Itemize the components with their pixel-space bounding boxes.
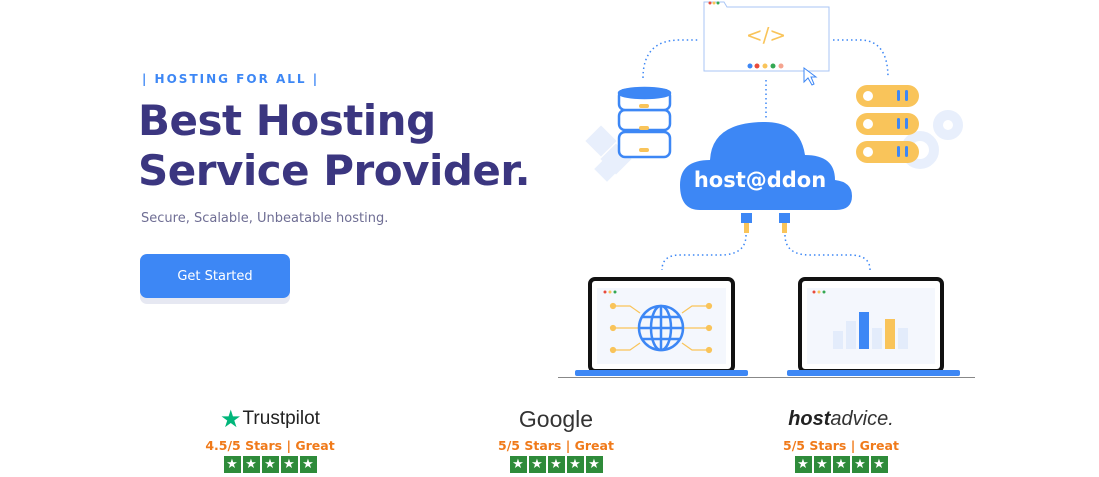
star-icon: ★	[509, 456, 527, 473]
hero-title: Best Hosting Service Provider.	[138, 96, 531, 196]
code-icon: </>	[746, 23, 786, 47]
globe-icon	[637, 304, 685, 352]
star-icon: ★	[851, 456, 869, 473]
connection-lines	[642, 39, 889, 271]
rating-text: 5/5 Stars | Great	[498, 438, 614, 453]
star-icon: ★	[547, 456, 565, 473]
bar-chart-icon	[833, 312, 908, 349]
rating-trustpilot[interactable]: ★Trustpilot 4.5/5 Stars | Great ★★★★★	[170, 404, 370, 473]
hero-tagline: | HOSTING FOR ALL |	[142, 72, 320, 86]
star-rating: ★★★★★	[794, 456, 888, 473]
cloud-icon: host@ddon	[680, 122, 852, 233]
hero-subtitle: Secure, Scalable, Unbeatable hosting.	[141, 211, 389, 226]
code-window: </>	[703, 1, 830, 86]
hosting-illustration: </> host@ddon	[558, 1, 975, 378]
rating-google[interactable]: Google 5/5 Stars | Great ★★★★★	[456, 404, 656, 473]
star-icon: ★	[870, 456, 888, 473]
star-icon: ★	[242, 456, 260, 473]
server-rack-icon	[856, 85, 919, 163]
star-icon: ★	[528, 456, 546, 473]
database-icon	[617, 86, 672, 159]
laptop-chart	[787, 277, 960, 376]
star-rating: ★★★★★	[223, 456, 317, 473]
star-icon: ★	[299, 456, 317, 473]
cloud-brand-text: host@ddon	[694, 168, 826, 192]
star-icon: ★	[566, 456, 584, 473]
hero-title-line2: Service Provider.	[138, 146, 531, 195]
star-icon: ★	[261, 456, 279, 473]
star-icon: ★	[832, 456, 850, 473]
star-icon: ★	[813, 456, 831, 473]
rating-text: 5/5 Stars | Great	[783, 438, 899, 453]
google-logo: Google	[518, 405, 594, 432]
trustpilot-star-icon: ★	[220, 405, 242, 433]
hero-title-line1: Best Hosting	[138, 96, 436, 145]
get-started-button[interactable]: Get Started	[140, 254, 290, 298]
trustpilot-logo: Trustpilot	[242, 408, 320, 429]
star-icon: ★	[585, 456, 603, 473]
star-rating: ★★★★★	[509, 456, 603, 473]
rating-text: 4.5/5 Stars | Great	[205, 438, 335, 453]
star-icon: ★	[280, 456, 298, 473]
star-icon: ★	[223, 456, 241, 473]
cursor-icon	[803, 67, 818, 86]
star-icon: ★	[794, 456, 812, 473]
laptop-globe	[575, 277, 748, 376]
